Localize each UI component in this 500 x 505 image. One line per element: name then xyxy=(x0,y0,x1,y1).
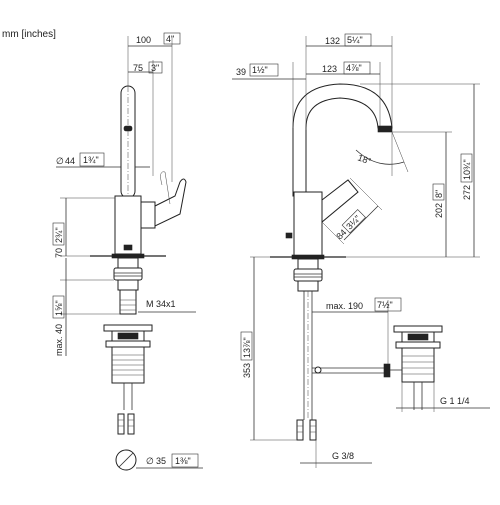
thread-g38: G 3/8 xyxy=(332,451,354,461)
dim-272-in: 10¾" xyxy=(462,159,472,180)
dim-75: 75 xyxy=(133,63,143,73)
dim-max-190: max. 190 xyxy=(326,301,363,311)
dim-39: 39 xyxy=(236,67,246,77)
dim-132: 132 xyxy=(325,36,340,46)
left-shank xyxy=(113,257,143,315)
units-label: mm [inches] xyxy=(2,29,56,40)
dim-70-in: 2¾" xyxy=(54,227,64,243)
dim-diameter-35: 35 xyxy=(156,456,166,466)
dim-123: 123 xyxy=(322,64,337,74)
dim-84-in: 3¼" xyxy=(344,213,362,231)
dim-202-in: 8" xyxy=(434,190,444,198)
left-spout xyxy=(120,85,136,199)
right-view: 132 5¼" 123 4⅞" 39 1½" 18° xyxy=(232,33,490,468)
left-body xyxy=(114,171,187,255)
thread-g114: G 1 1/4 xyxy=(440,396,470,406)
left-bottom-rods xyxy=(117,413,135,435)
dim-132-in: 5¼" xyxy=(347,35,363,45)
dim-39-in: 1½" xyxy=(252,65,268,75)
right-waste-fitting xyxy=(390,325,443,410)
dim-angle-18: 18° xyxy=(356,152,373,166)
thread-m34: M 34x1 xyxy=(146,299,176,309)
right-bottom-rods xyxy=(296,419,317,441)
dim-max-40-in: 1⅝" xyxy=(54,300,64,316)
dim-max-190-in: 7½" xyxy=(377,300,393,310)
left-view: 100 4" 75 3" ∅ 44 1¾" 70 2¾" xyxy=(52,32,203,471)
svg-text:∅: ∅ xyxy=(56,156,64,166)
dim-123-in: 4⅞" xyxy=(346,63,362,73)
dim-70: 70 xyxy=(54,248,64,258)
dim-353: 353 xyxy=(242,363,252,378)
left-dimensions: 100 4" 75 3" ∅ 44 1¾" 70 2¾" xyxy=(52,32,203,469)
dim-100-in: 4" xyxy=(166,34,174,44)
svg-text:∅: ∅ xyxy=(146,456,154,466)
dim-353-in: 13⅞" xyxy=(242,337,252,358)
dim-diameter-35-in: 1⅜" xyxy=(175,456,191,466)
left-waste-fitting xyxy=(103,324,153,410)
dim-202: 202 xyxy=(434,203,444,218)
right-gooseneck xyxy=(292,83,393,197)
right-pull-rod xyxy=(312,363,391,378)
right-shank xyxy=(293,258,323,420)
dim-diameter-44-in: 1¾" xyxy=(83,155,99,165)
dim-diameter-44: 44 xyxy=(65,156,75,166)
dim-max-40: max. 40 xyxy=(54,324,64,356)
right-body xyxy=(285,179,359,257)
dim-75-in: 3" xyxy=(151,63,159,73)
dim-272: 272 xyxy=(462,185,472,200)
dim-100: 100 xyxy=(136,35,151,45)
